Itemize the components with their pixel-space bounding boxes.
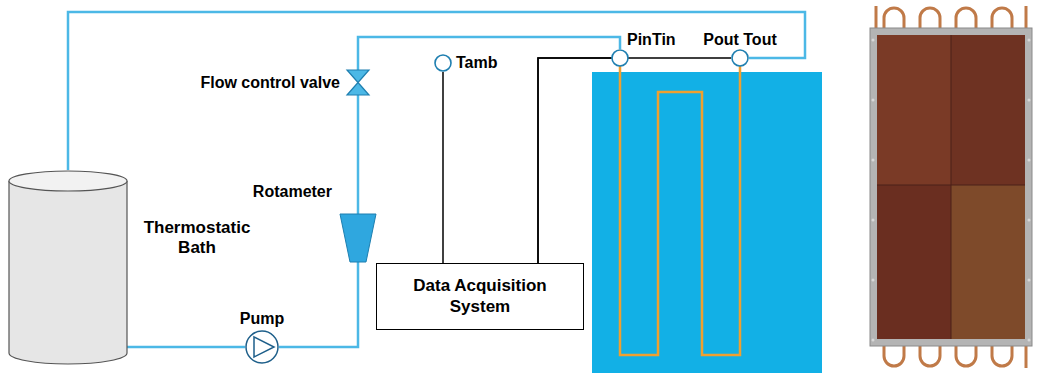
rotameter-symbol: Rotameter [340,214,376,262]
data-acquisition-box: Data Acquisition System [376,263,584,330]
pump-symbol: Pump [245,330,279,364]
node-label: Pout Tout [703,30,776,49]
test-panel [592,72,822,373]
signal-wire [442,72,444,263]
node-label: Pump [240,309,284,328]
thermostatic-bath: Thermostatic Bath [8,170,128,365]
panel-photo [870,6,1032,368]
serpentine-tube [620,66,740,355]
outlet-sensor-outline [731,49,749,67]
outlet-sensor: Pout Tout [731,49,749,67]
signal-wire [538,58,611,263]
node-label: Data Acquisition System [407,276,553,317]
water-pipe [279,262,358,347]
node-label: PinTin [627,30,676,49]
rotameter-symbol-outline [340,214,376,262]
water-pipe [127,346,245,349]
ambient-sensor-outline [434,54,452,72]
thermostatic-bath-outline [8,170,128,365]
pump-symbol-outline [245,330,279,364]
water-pipe [357,95,360,214]
ambient-sensor: Tamb [434,54,452,72]
flow-control-valve-outline [346,70,370,95]
node-label: Thermostatic Bath [133,218,261,259]
signal-wire [538,58,731,263]
inlet-sensor-outline [611,49,629,67]
node-label: Rotameter [253,182,332,201]
node-label: Tamb [456,53,497,72]
water-pipe [68,12,805,170]
inlet-sensor: PinTin [611,49,629,67]
node-label: Flow control valve [200,73,340,92]
flow-control-valve: Flow control valve [346,70,370,95]
